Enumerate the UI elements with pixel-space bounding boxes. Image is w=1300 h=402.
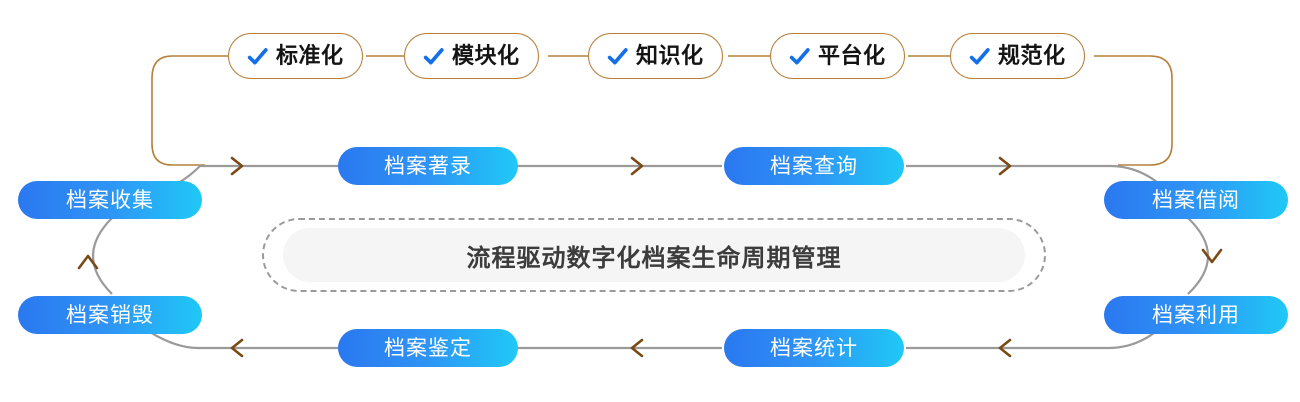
stage-pill-query[interactable]: 档案查询 [724,147,904,185]
attribute-pill-label: 模块化 [452,43,520,68]
core-capsule-border [262,218,1046,292]
stage-pill-label: 档案借阅 [1152,188,1240,212]
stage-pill-label: 档案著录 [384,154,472,178]
attribute-pill-knowledgeization[interactable]: 知识化 [588,33,723,79]
stage-pill-destroy[interactable]: 档案销毁 [18,296,202,334]
arrow-icon-query-borrow [998,156,1012,176]
stage-pill-label: 档案利用 [1152,303,1240,327]
attribute-pill-label: 规范化 [998,43,1066,68]
attribute-pill-modularization[interactable]: 模块化 [404,33,539,79]
stage-pill-collect[interactable]: 档案收集 [18,181,202,219]
stage-pill-borrow[interactable]: 档案借阅 [1104,181,1288,219]
attribute-pill-normalization[interactable]: 规范化 [950,33,1085,79]
arrow-icon-describe-query [630,156,644,176]
core-title: 流程驱动数字化档案生命周期管理 [466,244,842,272]
flow-destroy-to-collect [91,217,113,295]
arrow-icon-destroy-collect [77,254,99,270]
arrow-icon-collect-describe [230,156,244,176]
core-capsule-fill [283,228,1025,282]
attribute-pill-platformization[interactable]: 平台化 [770,33,905,79]
stage-pill-label: 档案销毁 [66,303,154,327]
check-icon [423,47,444,64]
stage-pill-use[interactable]: 档案利用 [1104,296,1288,334]
flow-borrow-to-use [1187,217,1210,295]
gold-bracket-right [1094,55,1173,166]
stage-pill-label: 档案查询 [770,154,858,178]
stage-pill-describe[interactable]: 档案著录 [338,147,518,185]
stage-pill-appraise[interactable]: 档案鉴定 [338,329,518,367]
arrow-icon-appraise-destroy [230,338,244,358]
check-icon [607,47,628,64]
stage-pill-stats[interactable]: 档案统计 [724,329,904,367]
attribute-pill-label: 知识化 [636,43,704,68]
check-icon [969,47,990,64]
attribute-pill-label: 平台化 [818,43,886,68]
arrow-icon-stats-appraise [630,338,644,358]
stage-pill-label: 档案鉴定 [384,336,472,360]
attribute-pill-label: 标准化 [276,43,344,68]
check-icon [247,47,268,64]
arrow-icon-use-stats [998,338,1012,358]
arrow-icon-borrow-use [1201,248,1223,264]
attribute-pill-standardization[interactable]: 标准化 [228,33,363,79]
gold-bracket-left [151,55,228,166]
stage-pill-label: 档案收集 [66,188,154,212]
check-icon [789,47,810,64]
stage-pill-label: 档案统计 [770,336,858,360]
